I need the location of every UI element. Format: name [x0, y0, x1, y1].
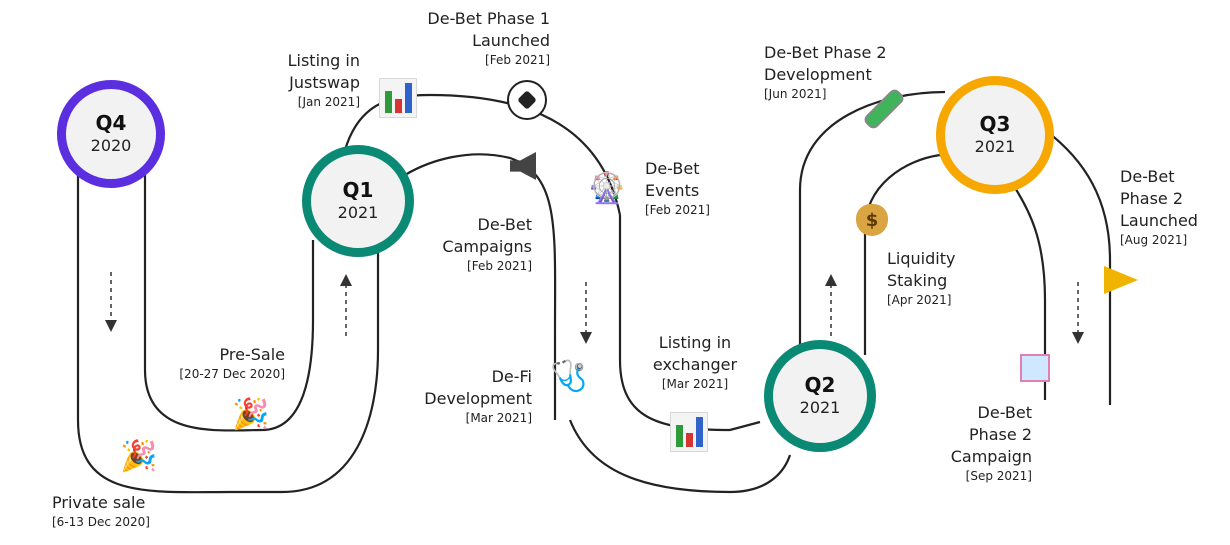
road-bottom-q2-inner	[618, 215, 761, 432]
quarter-q1-year: 2021	[337, 203, 379, 222]
milestone-title-line1: De-Fi	[491, 367, 532, 386]
quarter-q3-year: 2021	[974, 137, 1016, 156]
milestone-title-line1: Listing in	[658, 333, 732, 352]
party-popper-icon: 🎉	[232, 397, 270, 432]
milestone-date: [Mar 2021]	[661, 377, 729, 391]
milestone-liquidity-staking: Liquidity Staking [Apr 2021]	[887, 248, 1007, 308]
megaphone-icon	[1104, 266, 1138, 294]
road-outer-q2-q3	[798, 90, 946, 345]
milestone-title-line2: Development	[424, 389, 532, 408]
milestone-date: [Feb 2021]	[645, 203, 710, 217]
milestone-title-line1: De-Bet Phase 2	[764, 43, 887, 62]
milestone-title-line2: Phase 2	[968, 425, 1032, 444]
milestone-title-line2: Justswap	[289, 73, 360, 92]
milestone-private-sale: Private sale [6-13 Dec 2020]	[52, 492, 252, 530]
milestone-date: [6-13 Dec 2020]	[52, 515, 150, 529]
milestone-title-line2: Development	[764, 65, 872, 84]
milestone-title-line1: De-Bet	[477, 215, 532, 234]
bar-chart-icon	[670, 412, 708, 452]
milestone-date: [Jun 2021]	[764, 87, 827, 101]
quarter-q2-year: 2021	[799, 398, 841, 417]
quarter-q4-label: Q4	[95, 111, 127, 135]
milestone-date: [Aug 2021]	[1120, 233, 1188, 247]
milestone-debet-campaigns: De-Bet Campaigns [Feb 2021]	[400, 214, 532, 274]
milestone-title-line2: Phase 2	[1120, 189, 1184, 208]
milestone-title-line3: Launched	[1120, 211, 1198, 230]
ferris-wheel-icon: 🎡	[588, 171, 626, 206]
milestone-listing-exchanger: Listing in exchanger [Mar 2021]	[630, 332, 760, 392]
milestone-debet-phase2-development: De-Bet Phase 2 Development [Jun 2021]	[764, 42, 934, 102]
quarter-q2-label: Q2	[804, 373, 836, 397]
quarter-q1-circle: Q1 2021	[302, 145, 414, 257]
milestone-date: [Jan 2021]	[297, 95, 360, 109]
road-outer-q4-q1	[76, 175, 380, 494]
milestone-title-line2: Staking	[887, 271, 948, 290]
milestone-debet-phase2-launched: De-Bet Phase 2 Launched [Aug 2021]	[1120, 166, 1228, 248]
gift-icon	[1020, 354, 1050, 382]
quarter-q1-label: Q1	[342, 178, 374, 202]
milestone-title-line2: exchanger	[652, 355, 738, 374]
milestone-title-line1: Listing in	[287, 51, 360, 70]
milestone-date: [Apr 2021]	[887, 293, 952, 307]
milestone-title: Pre-Sale	[219, 345, 285, 364]
milestone-title-line1: De-Bet	[1120, 167, 1175, 186]
quarter-q4-year: 2020	[90, 136, 132, 155]
quarter-q4-circle: Q4 2020	[57, 80, 165, 188]
milestone-title-line1: De-Bet Phase 1	[427, 9, 550, 28]
milestone-date: [20-27 Dec 2020]	[179, 367, 285, 381]
milestone-title-line2: Events	[645, 181, 700, 200]
milestone-title-line2: Launched	[472, 31, 550, 50]
milestone-title-line1: Liquidity	[887, 249, 956, 268]
milestone-debet-events: De-Bet Events [Feb 2021]	[645, 158, 765, 218]
milestone-debet-phase1-launched: De-Bet Phase 1 Launched [Feb 2021]	[370, 8, 550, 68]
milestone-date: [Feb 2021]	[467, 259, 532, 273]
road-outer-q1-q2	[343, 93, 622, 216]
milestone-date: [Sep 2021]	[965, 469, 1032, 483]
milestone-title-line1: De-Bet	[645, 159, 700, 178]
road-inner-q3-end	[1009, 179, 1047, 400]
quarter-q2-circle: Q2 2021	[764, 340, 876, 452]
milestone-title: Private sale	[52, 493, 146, 512]
milestone-date: [Mar 2021]	[465, 411, 532, 425]
quarter-q3-label: Q3	[979, 112, 1011, 136]
road-bottom-q2-outer	[568, 419, 792, 494]
milestone-title-line2: Campaigns	[442, 237, 532, 256]
milestone-date: [Feb 2021]	[485, 53, 550, 67]
road-inner-q4-q1	[143, 175, 315, 432]
soccer-ball-icon	[507, 80, 547, 120]
milestone-defi-development: De-Fi Development [Mar 2021]	[390, 366, 532, 426]
stethoscope-icon: 🩺	[550, 359, 588, 394]
milestone-title-line3: Campaign	[950, 447, 1032, 466]
money-bag-icon: $	[856, 204, 888, 236]
bar-chart-icon	[379, 78, 417, 118]
milestone-debet-phase2-campaign: De-Bet Phase 2 Campaign [Sep 2021]	[910, 402, 1032, 484]
milestone-pre-sale: Pre-Sale [20-27 Dec 2020]	[118, 344, 285, 382]
milestone-listing-justswap: Listing in Justswap [Jan 2021]	[230, 50, 360, 110]
road-outer-q3-end	[1044, 129, 1112, 405]
quarter-q3-circle: Q3 2021	[936, 76, 1054, 194]
party-popper-icon: 🎉	[120, 439, 158, 474]
milestone-title-line1: De-Bet	[977, 403, 1032, 422]
